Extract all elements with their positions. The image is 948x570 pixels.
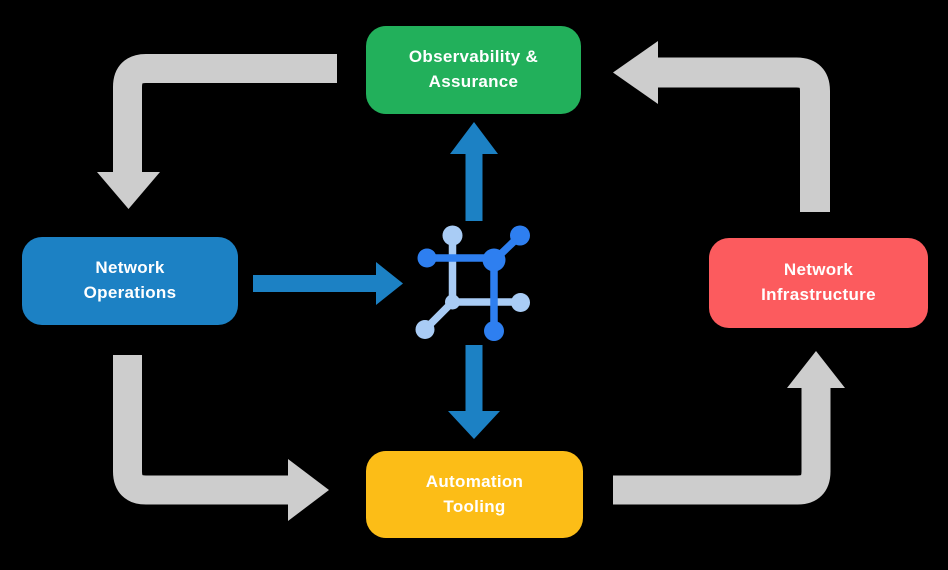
icon-node-left [417, 248, 437, 268]
icon-node-bottom [484, 321, 504, 341]
arrow-head-up-icon [450, 122, 498, 154]
arrow-shaft [657, 57, 830, 212]
arrow-head-right-icon [376, 262, 403, 305]
arrow-operations-to-center [253, 262, 403, 305]
icon-node-right [511, 293, 530, 312]
arrow-automation-to-infrastructure [613, 351, 845, 505]
network-node-icon [415, 225, 530, 341]
arrow-shaft [113, 54, 337, 173]
arrow-observability-to-operations [97, 54, 337, 209]
icon-node-bottom-left [415, 320, 435, 339]
node-label: Observability & Assurance [408, 47, 539, 91]
node-label: Network Operations [83, 258, 177, 302]
icon-node-top [442, 225, 463, 246]
node-label: Network Infrastructure [761, 260, 876, 304]
arrow-center-to-automation [448, 345, 500, 439]
arrow-infrastructure-to-observability [613, 41, 830, 212]
node-automation-tooling: Automation Tooling [366, 451, 583, 538]
arrow-head-left-icon [613, 41, 658, 104]
arrow-head-right-icon [288, 459, 329, 521]
arrow-shaft [613, 388, 831, 505]
node-observability-assurance: Observability & Assurance [366, 26, 581, 114]
arrow-operations-to-automation [113, 355, 329, 521]
node-network-operations: Network Operations [22, 237, 238, 325]
node-label: Automation Tooling [425, 471, 524, 516]
icon-junction-top-right [482, 248, 506, 272]
arrow-shaft [113, 355, 289, 505]
node-network-infrastructure: Network Infrastructure [709, 238, 928, 328]
arrow-head-up-icon [787, 351, 845, 388]
icon-node-top-right [510, 225, 530, 246]
icon-junction-bottom-left [445, 294, 460, 310]
arrow-head-down-icon [448, 411, 500, 439]
arrow-head-down-icon [97, 172, 160, 209]
arrow-center-to-observability [450, 122, 498, 221]
